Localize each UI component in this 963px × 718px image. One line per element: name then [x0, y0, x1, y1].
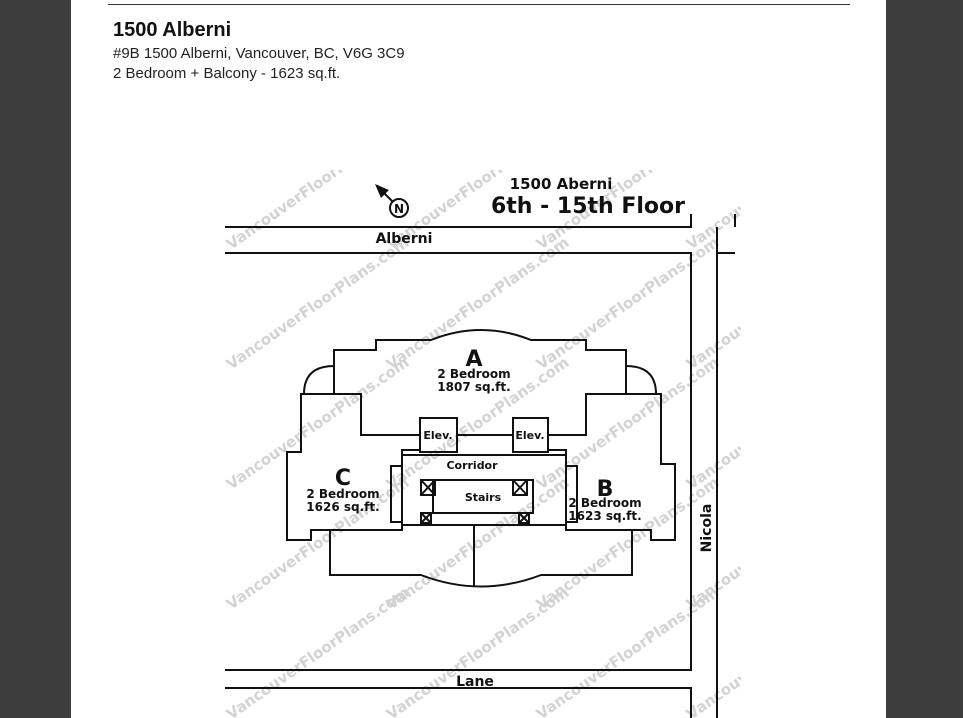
street-label-right: Nicola [699, 504, 715, 553]
floor-plan: VancouverFloorPlans.com VancouverFloorPl… [221, 113, 872, 718]
unit-b-letter: B [597, 477, 614, 502]
unit-b-area: 1623 sq.ft. [568, 509, 641, 523]
stairs-box [432, 479, 534, 514]
street-lane-edge [225, 687, 692, 718]
unit-c-letter: C [335, 466, 351, 491]
elevator-right-label: Elev. [515, 429, 544, 442]
elevator-right [512, 417, 549, 453]
shaft-box [420, 479, 436, 496]
elevator-left [419, 417, 458, 453]
street-alberni-edge-bottom [225, 252, 692, 671]
shaft-box [518, 512, 530, 524]
watermark: VancouverFloorPlans.com [223, 353, 412, 493]
shaft-box [512, 479, 528, 496]
floor-range: 6th - 15th Floor [491, 194, 685, 219]
watermark: VancouverFloorPlans.com [223, 233, 412, 373]
listing-title: 1500 Alberni [113, 19, 232, 41]
unit-b-type: 2 Bedroom [568, 496, 641, 510]
unit-a-balcony-left [302, 365, 335, 395]
north-arrow: N [375, 184, 409, 218]
core-outline [401, 454, 567, 526]
header-rule [108, 4, 850, 5]
street-alberni-edge-top [225, 214, 692, 228]
unit-c-outline [286, 393, 421, 541]
unit-c-area: 1626 sq.ft. [306, 500, 379, 514]
unit-b-outline [547, 393, 676, 541]
north-label: N [394, 202, 404, 216]
unit-a-area: 1807 sq.ft. [437, 380, 510, 394]
watermark: VancouverFloorPlans.com [383, 583, 572, 718]
building-outline [286, 329, 676, 588]
floor-plan-drawing: VancouverFloorPlans.com VancouverFloorPl… [223, 113, 872, 718]
unit-a-letter: A [465, 347, 482, 372]
lower-facade [329, 530, 633, 588]
stairs-label: Stairs [465, 491, 502, 504]
north-arrow-icon [389, 198, 409, 218]
unit-a-balcony-right [625, 365, 658, 395]
unit-labels: A 2 Bedroom 1807 sq.ft. B 2 Bedroom 1623… [306, 347, 641, 523]
elevator-left-label: Elev. [423, 429, 452, 442]
street-label-bottom: Lane [456, 674, 494, 690]
watermark: VancouverFloorPlans.com [223, 583, 412, 718]
unit-c-type: 2 Bedroom [306, 487, 379, 501]
listing-address: #9B 1500 Alberni, Vancouver, BC, V6G 3C9 [113, 45, 405, 62]
building-name: 1500 Aberni [510, 175, 613, 193]
corridor-label: Corridor [446, 459, 498, 472]
listing-unit-summary: 2 Bedroom + Balcony - 1623 sq.ft. [113, 65, 341, 82]
shaft-box [420, 512, 432, 524]
unit-a-type: 2 Bedroom [437, 367, 510, 381]
document-page: 1500 Alberni #9B 1500 Alberni, Vancouver… [71, 0, 886, 718]
street-label-top: Alberni [376, 231, 433, 247]
streets [225, 214, 736, 718]
